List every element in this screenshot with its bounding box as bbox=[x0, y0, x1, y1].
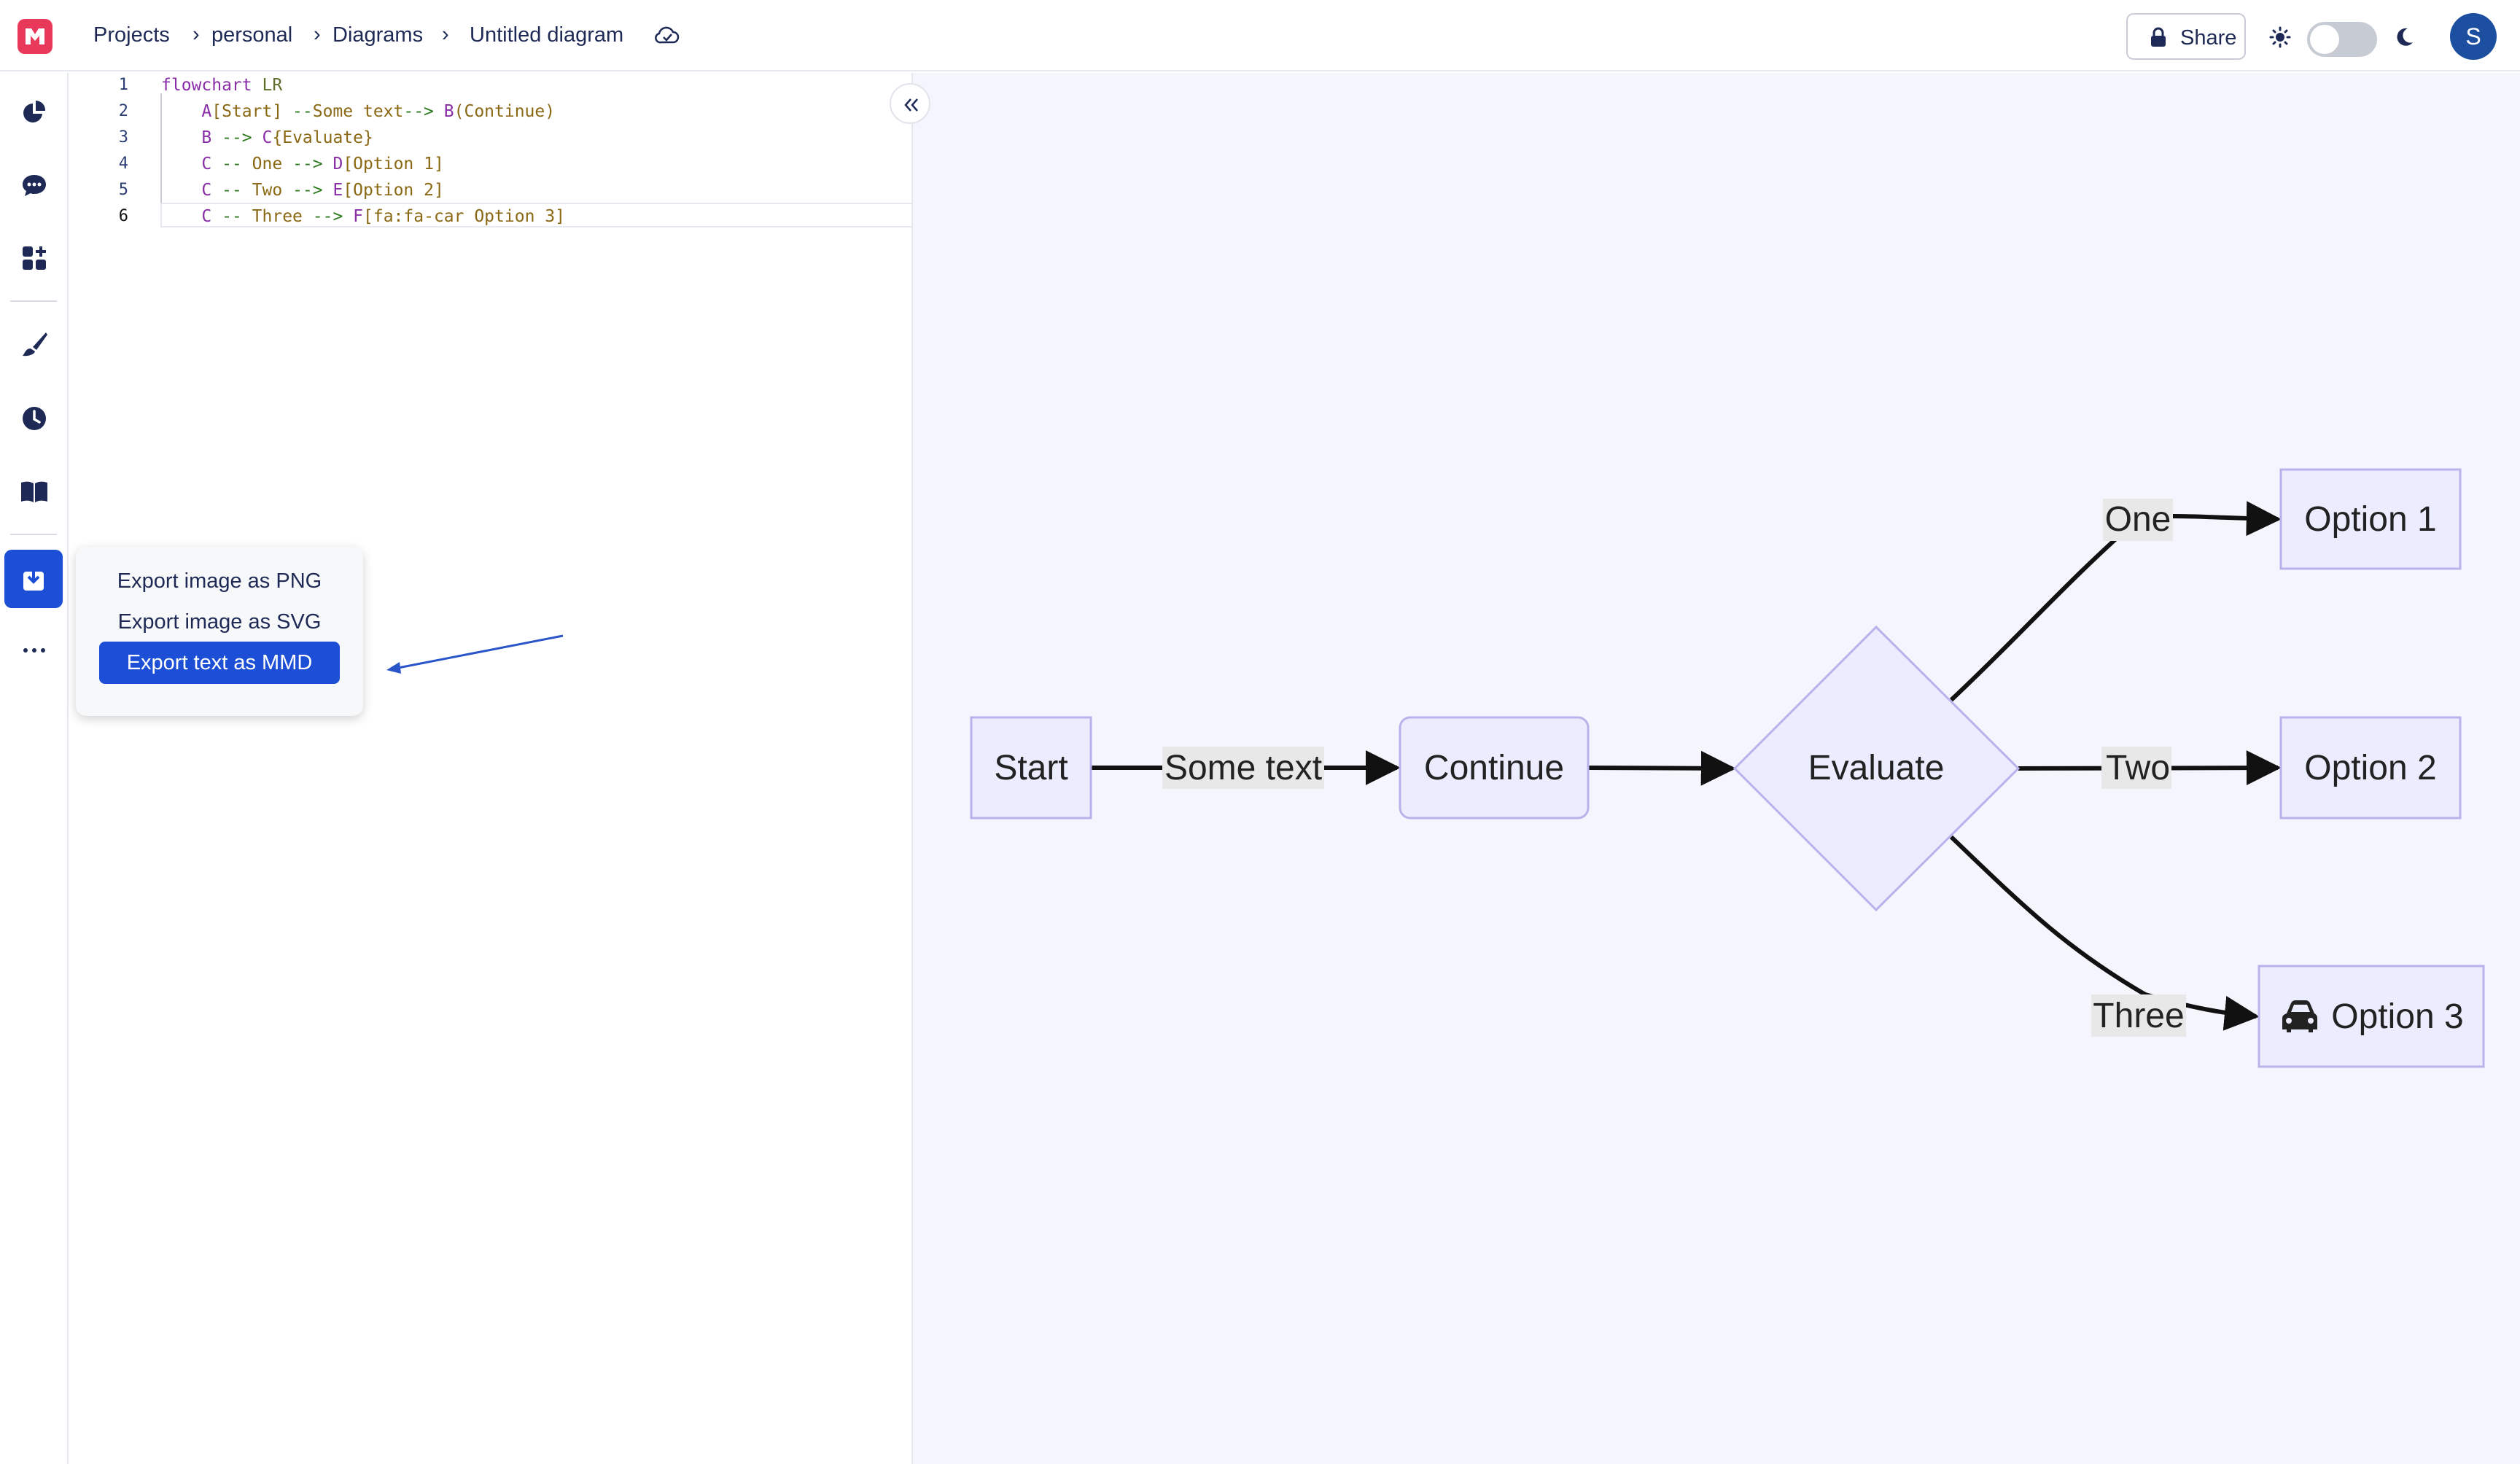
book-icon[interactable] bbox=[17, 474, 52, 509]
top-bar: Projects › personal › Diagrams › Untitle… bbox=[0, 0, 2520, 71]
menu-item-export-mmd[interactable]: Export text as MMD bbox=[99, 642, 340, 684]
flowchart-diagram: Some text One Two Three Start Continue E… bbox=[970, 468, 2485, 1068]
node-evaluate-label: Evaluate bbox=[1808, 749, 1945, 787]
more-icon[interactable] bbox=[17, 633, 52, 668]
menu-item-export-png[interactable]: Export image as PNG bbox=[117, 569, 322, 593]
breadcrumb-separator: › bbox=[442, 23, 449, 46]
code-line[interactable]: C -- Three --> F[fa:fa-car Option 3] bbox=[201, 207, 565, 226]
export-button[interactable] bbox=[4, 550, 63, 608]
car-icon bbox=[2282, 1000, 2317, 1032]
breadcrumb-separator: › bbox=[314, 23, 321, 46]
code-line[interactable]: A[Start] --Some text--> B(Continue) bbox=[201, 102, 556, 121]
share-button[interactable]: Share bbox=[2126, 13, 2246, 60]
code-line[interactable]: C -- Two --> E[Option 2] bbox=[201, 181, 444, 200]
chat-icon[interactable] bbox=[17, 168, 52, 203]
edge-label-three: Three bbox=[2093, 997, 2184, 1035]
toggle-knob bbox=[2310, 25, 2339, 54]
breadcrumb-diagrams[interactable]: Diagrams bbox=[332, 23, 424, 47]
node-continue[interactable] bbox=[1399, 716, 1590, 819]
code-line[interactable]: C -- One --> D[Option 1] bbox=[201, 155, 444, 174]
export-icon bbox=[23, 566, 44, 591]
edge-label-bg bbox=[2103, 499, 2173, 541]
line-number: 4 bbox=[118, 155, 128, 173]
moon-icon bbox=[2397, 28, 2413, 46]
node-option2-label: Option 2 bbox=[2304, 749, 2436, 787]
add-widget-icon[interactable] bbox=[17, 241, 52, 276]
line-number: 5 bbox=[118, 181, 128, 199]
menu-item-export-svg[interactable]: Export image as SVG bbox=[117, 610, 322, 634]
edge-label-bg bbox=[1162, 747, 1324, 789]
lock-icon bbox=[2151, 27, 2166, 47]
node-start[interactable] bbox=[970, 716, 1092, 819]
node-option1-label: Option 1 bbox=[2304, 500, 2436, 539]
line-number: 6 bbox=[118, 207, 128, 225]
diagram-preview[interactable]: Some text One Two Three Start Continue E… bbox=[911, 73, 2520, 1464]
edge-label-bg bbox=[2101, 747, 2171, 789]
edge-label-two: Two bbox=[2106, 749, 2170, 787]
code-line[interactable]: B --> C{Evaluate} bbox=[201, 128, 373, 147]
double-chevron-left-icon bbox=[904, 98, 918, 112]
sidebar-divider bbox=[10, 300, 57, 302]
pie-chart-icon[interactable] bbox=[17, 95, 52, 130]
line-number: 1 bbox=[118, 76, 128, 94]
brush-icon[interactable] bbox=[17, 327, 52, 362]
line-number: 2 bbox=[118, 102, 128, 120]
diagram-title[interactable]: Untitled diagram bbox=[470, 23, 624, 47]
node-start-label: Start bbox=[994, 749, 1068, 787]
edge-evaluate-option3 bbox=[1949, 835, 2260, 1031]
code-line[interactable]: flowchart LR bbox=[161, 76, 283, 95]
collapse-editor-button[interactable] bbox=[890, 83, 930, 124]
sidebar-divider bbox=[10, 534, 57, 535]
indent-guide bbox=[160, 93, 162, 227]
node-option2[interactable] bbox=[2279, 716, 2462, 819]
theme-toggle[interactable] bbox=[2307, 22, 2377, 57]
line-number: 3 bbox=[118, 128, 128, 147]
code-editor[interactable]: 1 2 3 4 5 6 flowchart LR A[Start] --Some… bbox=[70, 73, 977, 1464]
breadcrumb-personal[interactable]: personal bbox=[211, 23, 293, 47]
node-option1[interactable] bbox=[2279, 468, 2462, 570]
edge-label-bg bbox=[2091, 994, 2186, 1037]
edge-label-some-text: Some text bbox=[1164, 749, 1322, 787]
history-icon[interactable] bbox=[17, 401, 52, 436]
breadcrumb-separator: › bbox=[192, 23, 200, 46]
node-evaluate[interactable] bbox=[1732, 625, 2021, 912]
app-logo[interactable] bbox=[18, 19, 52, 54]
annotation-arrow bbox=[386, 634, 564, 674]
node-continue-label: Continue bbox=[1424, 749, 1564, 787]
user-avatar[interactable]: S bbox=[2450, 13, 2497, 60]
export-menu: Export image as PNG Export image as SVG … bbox=[76, 547, 363, 716]
breadcrumb-projects[interactable]: Projects bbox=[93, 23, 170, 47]
sun-icon bbox=[2269, 26, 2291, 48]
share-label: Share bbox=[2180, 26, 2237, 50]
node-option3-label: Option 3 bbox=[2331, 997, 2463, 1036]
sidebar bbox=[0, 73, 69, 1464]
cloud-saved-icon bbox=[655, 26, 680, 44]
node-option3[interactable] bbox=[2258, 965, 2485, 1068]
edge-label-one: One bbox=[2105, 500, 2171, 539]
edge-evaluate-option1 bbox=[1949, 501, 2282, 702]
